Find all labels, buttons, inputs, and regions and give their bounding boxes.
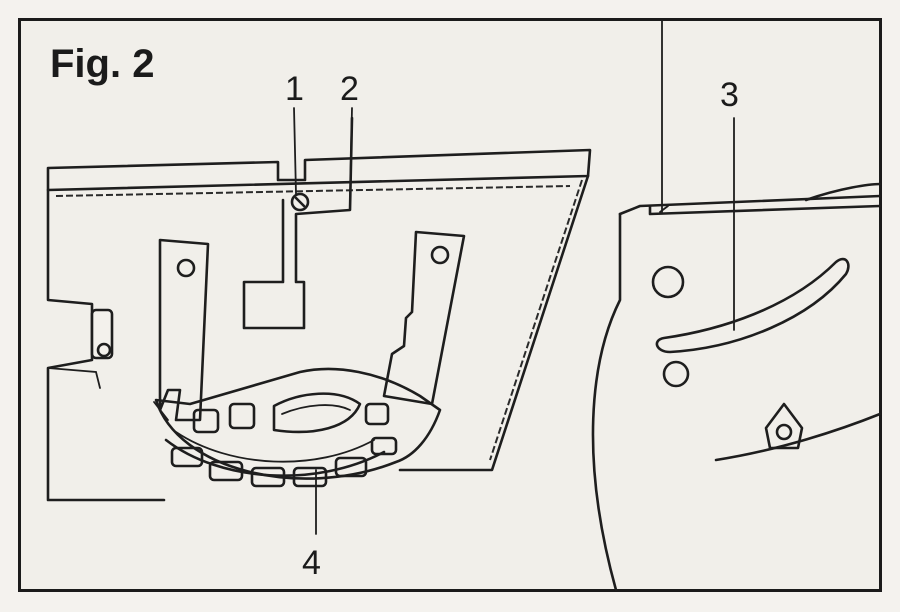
table-insert (153, 230, 466, 422)
arc-slot (655, 257, 850, 354)
leader-lines (293, 19, 735, 535)
locking-knob (764, 402, 804, 450)
table-top (46, 148, 592, 502)
bevel-scale (154, 367, 442, 488)
scale-slots (170, 402, 398, 488)
side-plate (591, 182, 882, 592)
pointer-screw (290, 192, 310, 212)
callout-4: 4 (302, 544, 321, 582)
callout-3: 3 (720, 76, 739, 114)
screw-left (90, 308, 114, 360)
callout-2: 2 (340, 70, 359, 108)
indicator-plate (242, 116, 354, 330)
callout-1: 1 (285, 70, 304, 108)
figure-title: Fig. 2 (50, 42, 155, 86)
